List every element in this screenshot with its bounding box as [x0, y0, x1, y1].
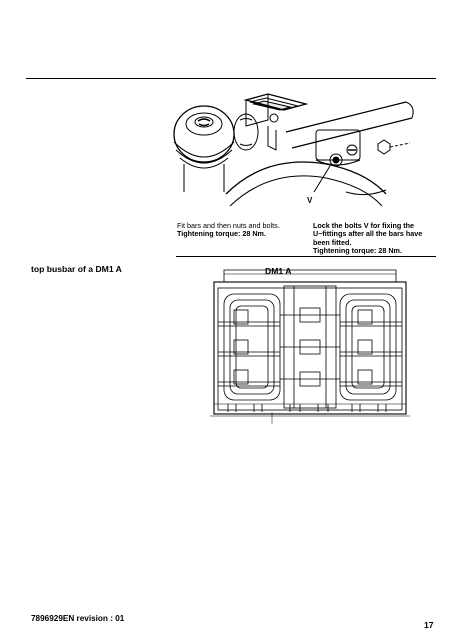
- caption-right-line4: Tightening torque: 28 Nm.: [313, 246, 402, 256]
- caption-left-line1: Fit bars and then nuts and bolts.: [177, 221, 280, 230]
- caption-right-line2: U−fittings after all the bars have: [313, 229, 423, 239]
- document-reference: 7896929EN revision : 01: [31, 614, 125, 623]
- caption-right-line1: Lock the bolts V for fixing the: [313, 221, 415, 230]
- right-bushing-frame: [339, 293, 397, 401]
- caption-left: Fit bars and then nuts and bolts. Tighte…: [177, 221, 280, 239]
- dm1a-top-busbar-drawing: [210, 269, 410, 424]
- caption-right: Lock the bolts V for fixing the U−fittin…: [313, 221, 423, 256]
- insulator-left: [173, 105, 235, 163]
- page-number: 17: [424, 620, 434, 630]
- callout-v: V: [307, 196, 313, 205]
- section-rule: [176, 256, 436, 257]
- dm1a-label: DM1 A: [265, 266, 292, 276]
- busbar-fitting-drawing: [173, 93, 414, 207]
- section-heading: top busbar of a DM1 A: [31, 264, 122, 274]
- caption-left-line2: Tightening torque: 28 Nm.: [177, 229, 266, 239]
- left-bushing-frame: [223, 293, 281, 401]
- header-rule: [26, 78, 436, 79]
- caption-right-line3: been fitted.: [313, 237, 352, 247]
